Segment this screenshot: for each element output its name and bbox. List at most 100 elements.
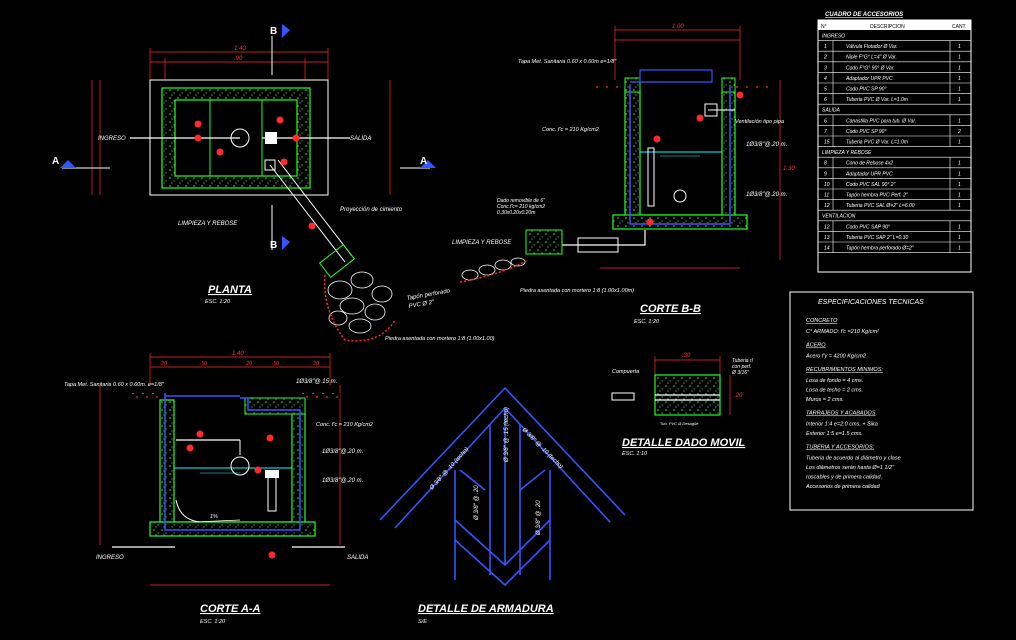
corte-aa-dim-top-1: .50 xyxy=(200,361,207,367)
accesorios-cell-desc: Tuberia PVC SAP 2" L=0.30 xyxy=(846,235,908,241)
spec-line: roscables y de primera calidad. xyxy=(806,475,882,481)
corte-aa-float-valve xyxy=(230,456,250,476)
corte-bb-walls xyxy=(624,89,736,229)
accesorios-cell-n: 1 xyxy=(824,44,827,50)
planta-piedra: Piedra asentada con mortero 1:8 (1.00x1.… xyxy=(385,336,495,342)
accesorios-cell-q: 1 xyxy=(958,76,961,82)
detalle-dado-view: .30 .20 Compuerta Tuberia rl con perf. Ø… xyxy=(611,353,754,457)
accesorios-cell-q: 1 xyxy=(958,182,961,188)
spec-heading: ACERO xyxy=(805,343,826,349)
corte-bb-view: 1.00 1.30 Tapa Met. San xyxy=(452,24,795,325)
accesorios-cell-desc: Codo PVC SAP 90° xyxy=(846,224,890,230)
dado-tuberia-label: Tuberia rl xyxy=(732,358,754,364)
accesorios-cell-n: 6 xyxy=(824,97,827,103)
planta-stone-pile xyxy=(327,271,393,334)
corte-bb-rebar2: 1Ø3/8"@.20 m. xyxy=(746,192,787,198)
accesorios-cell-n: 14 xyxy=(824,246,830,252)
accesorios-cell-n: 6 xyxy=(824,118,827,124)
accesorios-cell-n: 7 xyxy=(824,129,827,135)
accesorios-cell-desc: Cono de Rebose 4x2 xyxy=(846,161,893,167)
dado-dim-side: .20 xyxy=(734,393,743,399)
accesorios-cell-desc: Canastilla PVC para tub. Ø Var. xyxy=(846,118,916,124)
armadura-label-2: Ø 3/8" @ .15 (techo) xyxy=(504,407,510,463)
corte-bb-dado xyxy=(525,229,563,255)
accesorios-cell-n: 5 xyxy=(824,87,827,93)
corte-aa-rebar2: 1Ø3/8"@.20 m. xyxy=(322,449,363,455)
cut-b-bottom-arrow-icon xyxy=(282,236,290,250)
corte-bb-scale: ESC. 1:20 xyxy=(634,319,660,325)
corte-aa-dim-top-4: .20 xyxy=(312,361,319,367)
accesorios-cell-q: 1 xyxy=(958,44,961,50)
accesorios-cell-n: 4 xyxy=(824,76,827,82)
accesorios-cell-q: 1 xyxy=(958,193,961,199)
armadura-scale: S/E xyxy=(418,619,427,625)
accesorios-cell-desc: Tapón hembra PVC Perf. 2" xyxy=(846,193,908,199)
accesorios-cell-q: 1 xyxy=(958,140,961,146)
accesorios-cell-q: 1 xyxy=(958,161,961,167)
accesorios-cell-q: 1 xyxy=(958,203,961,209)
accesorios-cell-n: 15 xyxy=(824,140,830,146)
dado-tub-pvc: Tub. PVC Ø Desagüe xyxy=(660,421,699,426)
spec-line: Interior 1:4 e=2.0 cms. + Sika xyxy=(806,422,878,428)
corte-bb-dado-label: Dado removible de 6" xyxy=(497,198,545,204)
corte-aa-rebar1: 1Ø3/8"@.15 m. xyxy=(296,379,337,385)
accesorios-cell-n: 9 xyxy=(824,171,827,177)
armadura-label-4: Ø 3/8" @ .20 xyxy=(536,500,542,536)
accesorios-cell-n: 10 xyxy=(824,182,830,188)
planta-dim-inner: .90 xyxy=(234,56,243,62)
corte-bb-tapa: Tapa Met. Sanitaria 0.60 x 0.60m e=1/8" xyxy=(518,59,617,65)
spec-line: Muros = 2 cms. xyxy=(806,397,844,403)
dado-compuerta-label: Compuerta xyxy=(612,369,639,375)
accesorios-cell-q: 1 xyxy=(958,97,961,103)
spec-heading: TUBERIA Y ACCESORIOS: xyxy=(806,445,875,451)
corte-bb-conc: Conc. f'c = 210 Kg/cm2 xyxy=(542,127,599,133)
accesorios-cell-n: 12 xyxy=(824,224,830,230)
corte-aa-tapa: Tapa Met. Sanitaria 0.60 x 0.60m. e=1/8" xyxy=(64,382,165,388)
corte-aa-salida: SALIDA xyxy=(347,555,368,561)
accesorios-table: CUADRO DE ACCESORIOS N° DESCRIPCION CANT… xyxy=(817,12,972,273)
accesorios-cell-desc: Tuberia PVC Ø Var. L=1.0m xyxy=(846,97,908,103)
accesorios-cell-n: 12 xyxy=(824,203,830,209)
cut-b-top-arrow-icon xyxy=(282,24,290,38)
planta-title: PLANTA xyxy=(208,284,252,296)
corte-aa-title: CORTE A-A xyxy=(200,603,261,615)
accesorios-header-bar xyxy=(818,20,971,30)
accesorios-cell-n: 3 xyxy=(824,65,827,71)
corte-bb-ventilacion: Ventilación tipo pipa xyxy=(735,119,784,125)
corte-aa-rebar3: 1Ø3/8"@.20 m. xyxy=(322,478,363,484)
spec-line: Accesorios de primera calidad xyxy=(805,484,881,490)
planta-overflow-pipe xyxy=(269,164,346,263)
planta-proyeccion: Proyección de cimiento xyxy=(340,207,403,213)
armadura-label-1: Ø 3/8" @ .10 (techo) xyxy=(520,426,564,470)
accesorios-cell-q: 1 xyxy=(958,87,961,93)
cut-b-bottom-label: B xyxy=(270,240,277,251)
corte-aa-dim-top-0: .20 xyxy=(160,361,167,367)
accesorios-cell-desc: Tuberia PVC Ø Var. L=1.0m xyxy=(846,140,908,146)
spec-line: C° ARMADO: f'c =210 Kg/cm² xyxy=(806,329,879,335)
planta-dim-total: 1.40 xyxy=(234,46,246,52)
corte-aa-ingreso: INGRESO xyxy=(96,555,124,561)
accesorios-section: LIMPIEZA Y REBOSE xyxy=(822,150,872,156)
dado-tuberia-perf: con perf. xyxy=(732,364,751,370)
accesorios-cell-q: 1 xyxy=(958,171,961,177)
corte-bb-dim-height: 1.30 xyxy=(783,166,795,172)
accesorios-cell-desc: Codo F°G° 90° Ø Var. xyxy=(846,65,895,71)
corte-bb-piedra: Piedra asentada con mortero 1:8 (1.00x1.… xyxy=(520,288,634,294)
dado-title: DETALLE DADO MOVIL xyxy=(622,437,746,449)
accesorios-cell-q: 2 xyxy=(957,129,961,135)
spec-heading: CONCRETO xyxy=(806,318,838,324)
accesorios-cell-desc: Tuberia PVC SAL Ø=2" L=6.00 xyxy=(846,203,915,209)
accesorios-cell-q: 1 xyxy=(958,55,961,61)
accesorios-cell-desc: Codo PVC SP 90° xyxy=(846,129,886,135)
corte-aa-slope: 1% xyxy=(210,514,218,520)
corte-bb-stones xyxy=(461,257,526,281)
corte-bb-dado-conc: Conc.f'c= 210 kg/cm2 xyxy=(497,204,545,210)
accesorios-cell-n: 2 xyxy=(823,55,827,61)
accesorios-cell-n: 11 xyxy=(824,193,829,199)
spec-heading: TARRAJEOS Y ACABADOS xyxy=(806,411,876,417)
spec-line: Exterior 1:5 e=1.5 cms. xyxy=(806,431,863,437)
planta-salida: SALIDA xyxy=(350,136,371,142)
armadura-label-0: Ø 3/8" @ .10 (techo) xyxy=(428,447,470,493)
corte-aa-conc: Conc. f'c = 210 Kg/cm2 xyxy=(316,422,373,428)
